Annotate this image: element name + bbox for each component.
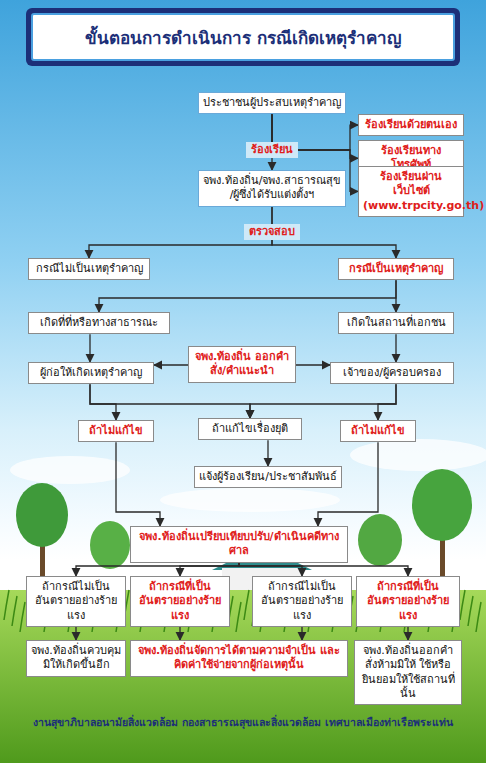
title-frame: ขั้นตอนการดำเนินการ กรณีเกิดเหตุรำคาญ: [31, 13, 455, 61]
process-box: จพง.ท้องถิ่นควบคุม มิให้เกิดขึ้นอีก: [26, 640, 126, 677]
process-box: ประชาชนผู้ประสบเหตุรำคาญ: [198, 92, 346, 114]
action-box: จพง.ท้องถิ่นเปรียบเทียบปรับ/ดำเนินคดีทาง…: [130, 526, 348, 563]
box-text: เกิดที่ที่หรือทางสาธารณะ: [33, 316, 165, 330]
box-text: ถ้ากรณีไม่เป็น อันตรายอย่างร้ายแรง: [257, 580, 347, 623]
box-text: กรณีไม่เป็นเหตุรำคาญ: [33, 262, 145, 276]
box-text: กรณีเป็นเหตุรำคาญ: [343, 262, 449, 276]
box-text: จพง.ท้องถิ่นจัดการได้ตามความจำเป็น และคิ…: [135, 644, 343, 673]
action-box: จพง.ท้องถิ่น ออกคำสั่ง/คำแนะนำ: [188, 346, 296, 383]
box-text: จพง.ท้องถิ่นควบคุม มิให้เกิดขึ้นอีก: [31, 644, 121, 673]
box-text: เกิดในสถานที่เอกชน: [343, 316, 449, 330]
process-box: ถ้ากรณีไม่เป็น อันตรายอย่างร้ายแรง: [252, 576, 352, 627]
process-box: จพง.ท้องถิ่นออกคำสั่งห้ามมิให้ ใช้หรือยิ…: [354, 640, 462, 705]
action-box: ถ้ากรณีที่เป็น อันตรายอย่างร้ายแรง: [130, 576, 230, 627]
flow-arrow: [407, 627, 408, 640]
action-box: ถ้าไม่แก้ไข: [78, 420, 154, 442]
flow-arrow: [99, 280, 396, 312]
flow-arrow: [75, 627, 76, 640]
process-box: ผู้ก่อให้เกิดเหตุรำคาญ: [28, 362, 154, 384]
flow-arrow: [301, 627, 302, 640]
box-text: ถ้าแก้ไขเรื่องยุติ: [203, 422, 297, 436]
flow-arrow: [90, 384, 250, 418]
action-box: จพง.ท้องถิ่นจัดการได้ตามความจำเป็น และคิ…: [130, 640, 348, 677]
title-text: ขั้นตอนการดำเนินการ กรณีเกิดเหตุรำคาญ: [85, 24, 401, 51]
process-box: ถ้ากรณีไม่เป็น อันตรายอย่างร้ายแรง: [26, 576, 126, 627]
edge-label: ตรวจสอบ: [244, 224, 300, 240]
process-box: แจ้งผู้ร้องเรียน/ประชาสัมพันธ์: [194, 466, 342, 488]
action-box: ร้องเรียนผ่านเว็บไซต์ (www.trpcity.go.th…: [358, 166, 464, 217]
box-text: ประชาชนผู้ประสบเหตุรำคาญ: [203, 96, 341, 110]
box-text: ถ้าไม่แก้ไข: [345, 424, 411, 438]
caption-text: งานสุขาภิบาลอนามัยสิ่งแวดล้อม กองสาธารณส…: [10, 716, 476, 730]
box-text: จพง.ท้องถิ่นเปรียบเทียบปรับ/ดำเนินคดีทาง…: [135, 530, 343, 559]
flow-arrow: [395, 280, 396, 312]
box-text: ถ้ากรณีไม่เป็น อันตรายอย่างร้ายแรง: [31, 580, 121, 623]
box-text: ร้องเรียนด้วยตนเอง: [363, 118, 459, 132]
action-box: ถ้าไม่แก้ไข: [340, 420, 416, 442]
box-text: ร้องเรียนผ่านเว็บไซต์ (www.trpcity.go.th…: [363, 170, 459, 213]
flow-arrow: [76, 563, 239, 576]
flow-arrow: [267, 440, 268, 466]
box-text: ผู้ก่อให้เกิดเหตุรำคาญ: [33, 366, 149, 380]
process-box: เจ้าของ/ผู้ครอบครอง: [330, 362, 454, 384]
action-box: ถ้ากรณีที่เป็น อันตรายอย่างร้ายแรง: [356, 576, 460, 627]
process-box: จพง.ท้องถิ่น/จพง.สาธารณสุข /ผู้ซึ่งได้รั…: [198, 170, 346, 207]
action-box: กรณีเป็นเหตุรำคาญ: [338, 258, 454, 280]
box-text: ถ้ากรณีที่เป็น อันตรายอย่างร้ายแรง: [135, 580, 225, 623]
flow-arrow: [395, 334, 396, 362]
box-text: แจ้งผู้ร้องเรียน/ประชาสัมพันธ์: [199, 470, 337, 484]
flow-arrow: [378, 384, 396, 420]
flow-arrow: [89, 334, 90, 362]
process-box: ถ้าแก้ไขเรื่องยุติ: [198, 418, 302, 440]
process-box: เกิดในสถานที่เอกชน: [338, 312, 454, 334]
flow-arrow: [239, 563, 408, 576]
box-text: จพง.ท้องถิ่นออกคำสั่งห้ามมิให้ ใช้หรือยิ…: [359, 644, 457, 701]
process-box: กรณีไม่เป็นเหตุรำคาญ: [28, 258, 150, 280]
flow-arrow: [250, 384, 396, 418]
box-text: ถ้าไม่แก้ไข: [83, 424, 149, 438]
flow-arrow: [154, 364, 188, 365]
box-text: เจ้าของ/ผู้ครอบครอง: [335, 366, 449, 380]
action-box: ร้องเรียนด้วยตนเอง: [358, 114, 464, 136]
box-text: ถ้ากรณีที่เป็น อันตรายอย่างร้ายแรง: [361, 580, 455, 623]
box-text: จพง.ท้องถิ่น ออกคำสั่ง/คำแนะนำ: [193, 350, 291, 379]
flow-arrow: [116, 442, 160, 526]
title-banner: ขั้นตอนการดำเนินการ กรณีเกิดเหตุรำคาญ: [26, 8, 460, 66]
flow-arrow: [296, 364, 330, 365]
flow-arrow: [179, 627, 180, 640]
flow-arrow: [239, 563, 302, 576]
process-box: เกิดที่ที่หรือทางสาธารณะ: [28, 312, 170, 334]
flow-arrow: [180, 563, 239, 576]
flow-arrow: [90, 384, 116, 420]
edge-label: ร้องเรียน: [246, 142, 298, 158]
box-text: จพง.ท้องถิ่น/จพง.สาธารณสุข /ผู้ซึ่งได้รั…: [203, 174, 341, 203]
